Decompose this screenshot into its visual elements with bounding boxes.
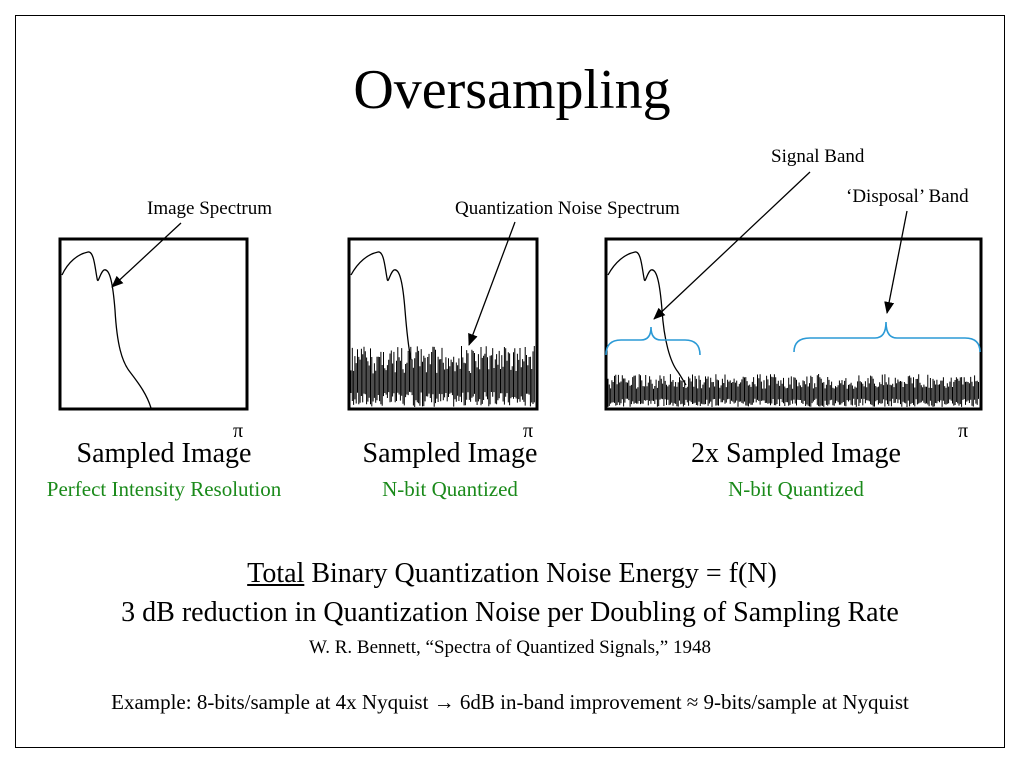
panel-1-caption: Sampled Image xyxy=(76,438,252,469)
disposal-band-brace xyxy=(793,321,981,353)
panel-2-image-spectrum-curve xyxy=(350,251,412,361)
panel-2-caption: Sampled Image xyxy=(362,438,538,469)
panel-1-box xyxy=(58,237,249,411)
panel-3-pi-label: π xyxy=(958,420,969,442)
slide-frame xyxy=(15,15,1005,748)
panel-2-pi-label: π xyxy=(523,420,534,442)
panel-2-box xyxy=(347,237,539,411)
signal-band-label: Signal Band xyxy=(771,146,865,167)
noise-reduction-statement: 3 dB reduction in Quantization Noise per… xyxy=(121,597,899,628)
signal-band-brace xyxy=(605,326,701,356)
panel-1-subcaption: Perfect Intensity Resolution xyxy=(46,477,282,501)
image-spectrum-label: Image Spectrum xyxy=(147,198,273,219)
slide-title: Oversampling xyxy=(353,59,671,121)
panel-2-subcaption: N-bit Quantized xyxy=(382,477,518,501)
panel-2-noise-floor xyxy=(350,346,535,407)
panel-1-image-spectrum-curve xyxy=(61,251,152,409)
panel-1-pi-label: π xyxy=(233,420,244,442)
example-statement: Example: 8-bits/sample at 4x Nyquist → 6… xyxy=(111,690,909,714)
image-spectrum-arrow xyxy=(111,222,182,288)
panel-3-subcaption: N-bit Quantized xyxy=(728,477,864,501)
panel-3-image-spectrum-curve xyxy=(607,251,687,386)
panel-3-noise-floor xyxy=(607,374,979,407)
signal-band-arrow xyxy=(653,171,811,320)
formula-underlined-word: Total xyxy=(247,558,305,589)
panel-3-caption: 2x Sampled Image xyxy=(691,438,901,469)
quantization-noise-arrow xyxy=(468,221,516,346)
noise-energy-formula: Total Binary Quantization Noise Energy =… xyxy=(247,558,777,590)
quantization-noise-spectrum-label: Quantization Noise Spectrum xyxy=(455,198,680,219)
citation: W. R. Bennett, “Spectra of Quantized Sig… xyxy=(309,637,711,658)
disposal-band-arrow xyxy=(884,210,908,314)
disposal-band-label: ‘Disposal’ Band xyxy=(846,186,969,207)
formula-rest: Binary Quantization Noise Energy = f(N) xyxy=(304,558,777,589)
panel-3-box xyxy=(604,237,983,411)
